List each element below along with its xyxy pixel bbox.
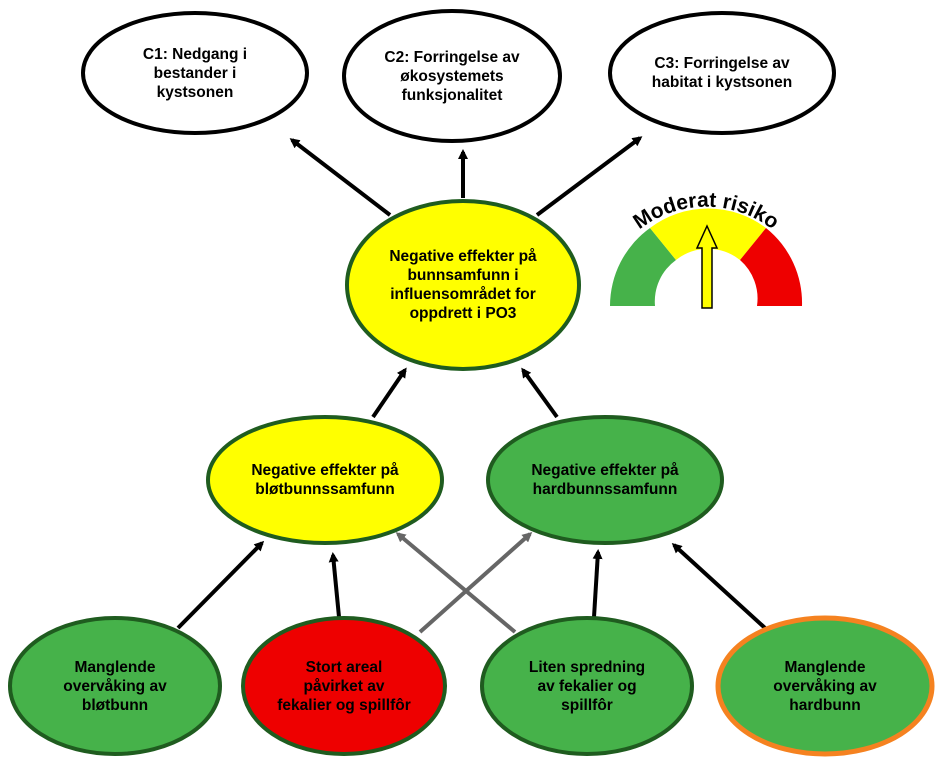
gauge-green-segment [610,228,676,306]
gauge-red-segment [740,228,803,306]
arrow-large-area-to-soft [328,552,341,618]
cause-monitor-soft-ellipse [8,616,222,756]
arrow-large-area-to-hard [418,532,533,634]
arrow-central-to-c1 [289,138,392,217]
arrow-central-to-c3 [535,136,643,217]
consequence-c1-ellipse [81,11,309,135]
cause-monitor-soft-label: Manglende overvåking av bløtbunn [63,658,167,714]
hard-effect-ellipse [486,415,724,545]
consequence-c3-label: C3: Forringelse av habitat i kystsonen [651,55,793,91]
central-effect-label: Negative effekter på bunnsamfunn i influ… [389,248,537,322]
consequence-c2-ellipse [342,9,562,143]
consequence-c3-ellipse [608,11,836,135]
arrow-monitor-soft-to-soft [176,540,265,630]
soft-effect-label: Negative effekter på bløtbunnssamfunn [251,462,399,498]
arrow-low-spread-to-soft [395,532,517,634]
gauge-needle-arrow [695,224,719,309]
cause-monitor-hard-label: Manglende overvåking av hardbunn [773,658,877,714]
cause-monitor-hard-ellipse [715,615,935,757]
cause-low-spread-ellipse [480,616,694,756]
arrow-monitor-hard-to-hard [671,542,767,630]
cause-low-spread-label: Liten spredning av fekalier og spillfôr [528,658,646,714]
cause-large-area-ellipse [241,616,447,756]
consequence-c2-label: C2: Forringelse av økosystemets funksjon… [384,48,520,104]
arrow-low-spread-to-hard [592,549,603,618]
soft-effect-ellipse [206,415,444,545]
consequence-c1-label: C1: Nedgang i bestander i kystsonen [142,45,248,101]
arrow-hard-to-central [521,367,559,419]
risk-gauge: Moderat risiko [610,189,803,309]
cause-large-area-label: Stort areal påvirket av fekalier og spil… [277,658,411,714]
central-effect-ellipse [345,199,581,371]
arrow-soft-to-central [371,367,407,419]
hard-effect-label: Negative effekter på hardbunnssamfunn [531,462,679,498]
